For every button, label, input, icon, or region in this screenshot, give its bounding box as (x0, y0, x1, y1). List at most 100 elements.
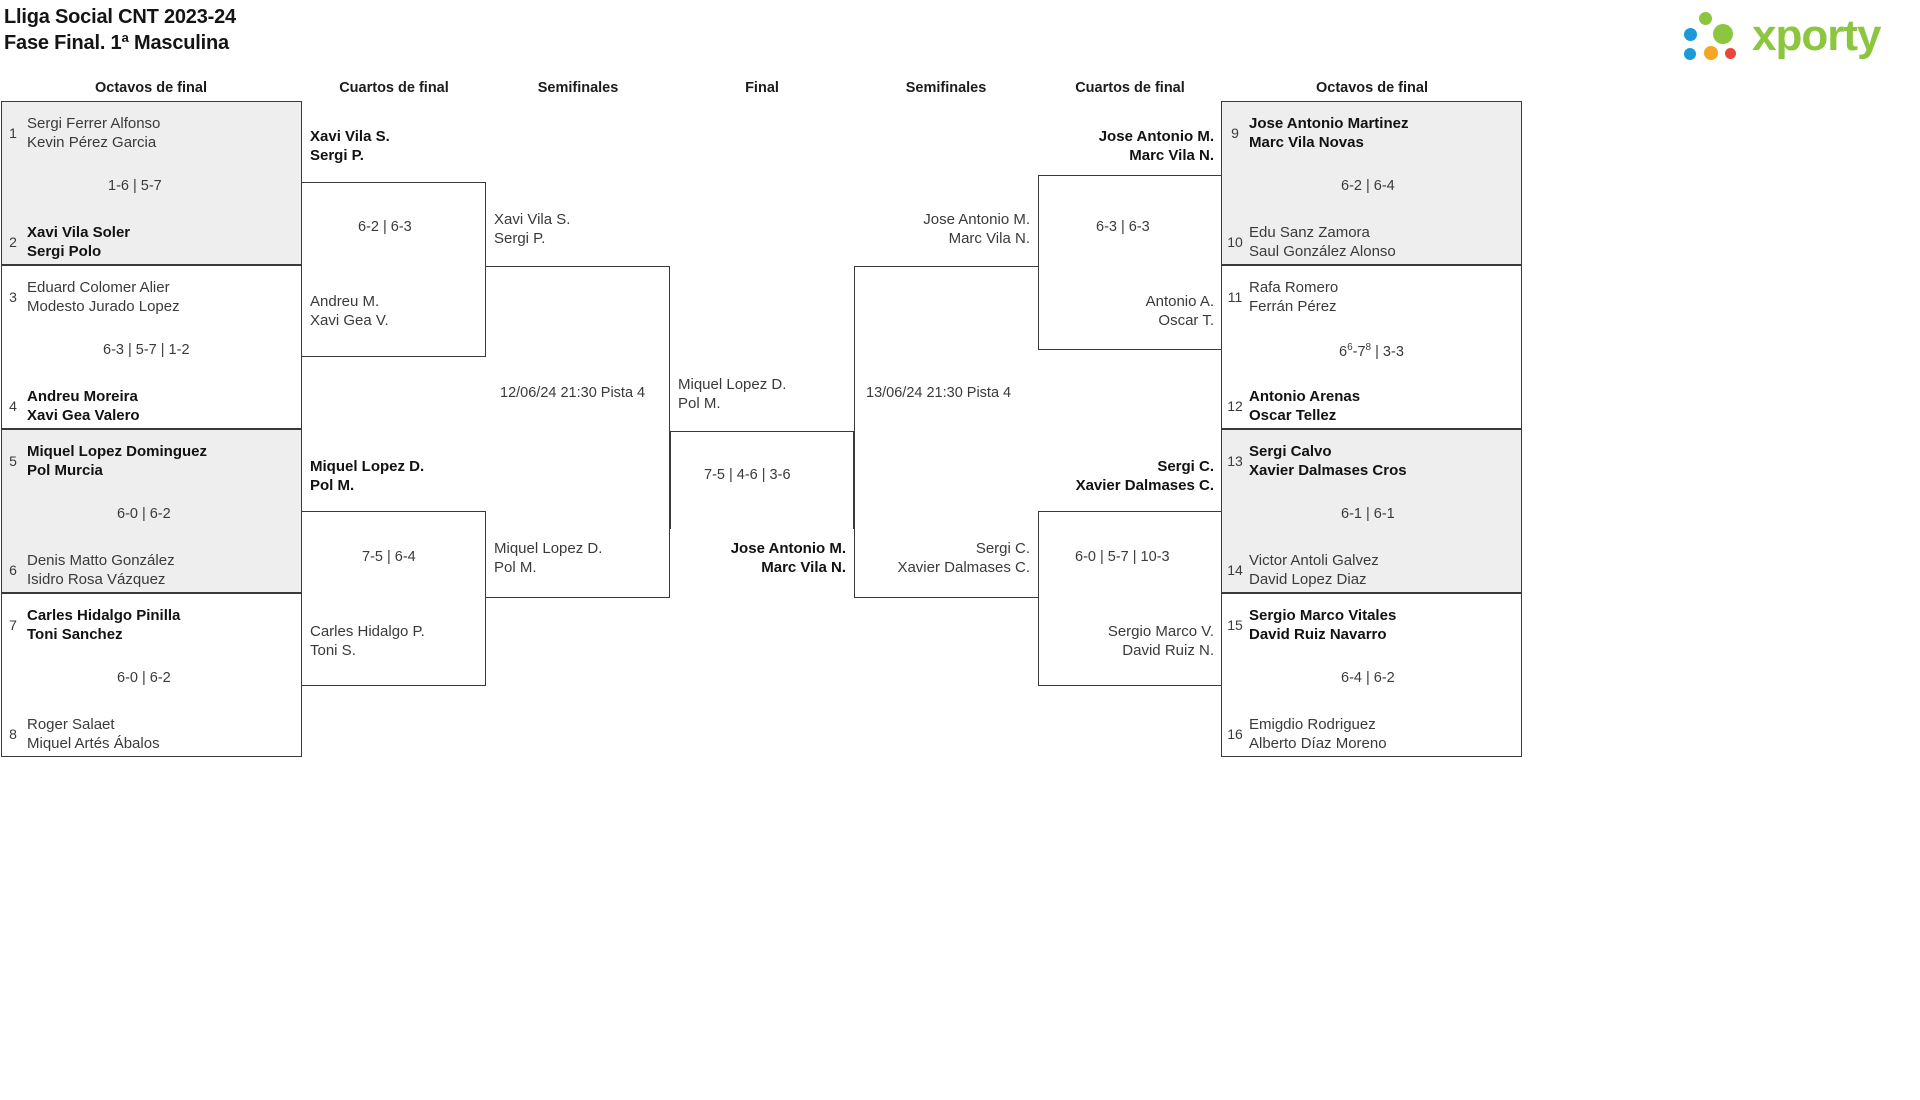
r16-m2-bot-p1: Andreu Moreira (27, 388, 138, 405)
seed-5: 5 (9, 453, 17, 469)
r16-m1-bot-p2: Sergi Polo (27, 243, 102, 260)
sf-left-bot-p2: Pol M. (494, 559, 537, 576)
r16-m5-score: 6-2 | 6-4 (1341, 178, 1395, 194)
sf-left-meta: 12/06/24 21:30 Pista 4 (500, 385, 646, 401)
qf-left-2-bot-p2: Toni S. (310, 642, 356, 659)
r16-m4-score: 6-0 | 6-2 (117, 670, 171, 686)
seed-7: 7 (9, 617, 17, 633)
r16-m6-bot-p2: Oscar Tellez (1249, 407, 1337, 424)
r16-m8-score: 6-4 | 6-2 (1341, 670, 1395, 686)
qf-right-1-top-p2: Marc Vila N. (1129, 147, 1214, 164)
sf-right-connector (854, 266, 1038, 598)
r16-m4-bot-p1: Roger Salaet (27, 716, 115, 733)
r16-m3-score: 6-0 | 6-2 (117, 506, 171, 522)
sf-right-meta: 13/06/24 21:30 Pista 4 (866, 385, 1012, 401)
final-connector-box (670, 431, 854, 529)
seed-9: 9 (1231, 125, 1239, 141)
r16-m3-bot-p1: Denis Matto González (27, 552, 175, 569)
qf-left-1-score: 6-2 | 6-3 (358, 219, 412, 235)
round-header-final: Final (745, 80, 779, 96)
sf-left-bot-p1: Miquel Lopez D. (494, 540, 603, 557)
r16-m6-bot-p1: Antonio Arenas (1249, 388, 1361, 405)
logo-wordmark: xporty (1752, 11, 1881, 60)
r16-m6-top-p2: Ferrán Pérez (1249, 298, 1337, 315)
r16-m1-bot-p1: Xavi Vila Soler (27, 224, 131, 241)
r16-m3-top-p1: Miquel Lopez Dominguez (27, 443, 207, 460)
r16-m3-bot-p2: Isidro Rosa Vázquez (27, 571, 166, 588)
qf-left-2-bot-p1: Carles Hidalgo P. (310, 623, 425, 640)
qf-right-1-bot-p1: Antonio A. (1145, 293, 1214, 310)
qf-right-connector-2 (1038, 511, 1222, 686)
qf-right-connector-1 (1038, 175, 1222, 350)
sf-right-top-p2: Marc Vila N. (948, 230, 1030, 247)
final-score: 7-5 | 4-6 | 3-6 (704, 467, 791, 483)
r16-m7-bot-p1: Victor Antoli Galvez (1249, 552, 1379, 569)
qf-right-2-top-p2: Xavier Dalmases C. (1075, 477, 1214, 494)
r16-m1-top-p1: Sergi Ferrer Alfonso (27, 115, 161, 132)
seed-2: 2 (9, 234, 17, 250)
final-top-p2: Pol M. (678, 395, 721, 412)
qf-right-2-score: 6-0 | 5-7 | 10-3 (1075, 549, 1170, 565)
qf-left-2-score: 7-5 | 6-4 (362, 549, 416, 565)
r16-m2-top-p1: Eduard Colomer Alier (27, 279, 170, 296)
sf-right-bot-p2: Xavier Dalmases C. (897, 559, 1030, 576)
r16-match-8[interactable] (1221, 593, 1522, 757)
r16-m2-top-p2: Modesto Jurado Lopez (27, 298, 180, 315)
round-header-right-qf: Cuartos de final (1075, 80, 1185, 96)
seed-15: 15 (1227, 617, 1243, 633)
qf-right-1-bot-p2: Oscar T. (1158, 312, 1214, 329)
xporty-logo: xporty (1682, 8, 1912, 66)
seed-3: 3 (9, 289, 17, 305)
r16-m8-bot-p2: Alberto Díaz Moreno (1249, 735, 1387, 752)
seed-6: 6 (9, 562, 17, 578)
seed-1: 1 (9, 125, 17, 141)
sf-right-top-p1: Jose Antonio M. (923, 211, 1030, 228)
page-title: Lliga Social CNT 2023-24 Fase Final. 1ª … (4, 4, 236, 56)
r16-match-4[interactable] (1, 593, 302, 757)
r16-m4-bot-p2: Miquel Artés Ábalos (27, 735, 160, 752)
r16-match-3[interactable] (1, 429, 302, 593)
seed-13: 13 (1227, 453, 1243, 469)
seed-10: 10 (1227, 234, 1243, 250)
r16-match-7[interactable] (1221, 429, 1522, 593)
r16-m8-bot-p1: Emigdio Rodriguez (1249, 716, 1376, 733)
qf-left-2-top-p2: Pol M. (310, 477, 355, 494)
qf-right-1-score: 6-3 | 6-3 (1096, 219, 1150, 235)
qf-left-1-bot-p1: Andreu M. (310, 293, 380, 310)
seed-8: 8 (9, 726, 17, 742)
r16-m4-top-p1: Carles Hidalgo Pinilla (27, 607, 181, 624)
seed-11: 11 (1227, 289, 1243, 305)
title-line-2: Fase Final. 1ª Masculina (4, 32, 229, 54)
r16-match-2[interactable] (1, 265, 302, 429)
r16-match-1[interactable] (1, 101, 302, 265)
qf-right-2-bot-p2: David Ruiz N. (1122, 642, 1214, 659)
r16-match-5[interactable] (1221, 101, 1522, 265)
round-header-right-r16: Octavos de final (1315, 80, 1428, 96)
round-header-right-sf: Semifinales (905, 80, 987, 96)
final-top-p1: Miquel Lopez D. (678, 376, 787, 393)
r16-m5-bot-p2: Saul González Alonso (1249, 243, 1396, 260)
r16-m2-score: 6-3 | 5-7 | 1-2 (103, 342, 190, 358)
r16-m7-score: 6-1 | 6-1 (1341, 506, 1395, 522)
r16-m1-score: 1-6 | 5-7 (108, 178, 162, 194)
qf-left-1-bot-p2: Xavi Gea V. (310, 312, 389, 329)
sf-left-top-p2: Sergi P. (494, 230, 546, 247)
r16-m1-top-p2: Kevin Pérez Garcia (27, 134, 157, 151)
sf-right-bot-p1: Sergi C. (975, 540, 1030, 557)
qf-left-connector-1 (302, 182, 486, 357)
r16-m8-top-p2: David Ruiz Navarro (1249, 626, 1387, 643)
qf-right-2-bot-p1: Sergio Marco V. (1107, 623, 1214, 640)
round-header-left-qf: Cuartos de final (339, 80, 449, 96)
r16-m5-bot-p1: Edu Sanz Zamora (1249, 224, 1370, 241)
final-bot-p1: Jose Antonio M. (730, 540, 846, 557)
r16-match-6[interactable] (1221, 265, 1522, 429)
sf-left-top-p1: Xavi Vila S. (494, 211, 571, 228)
sf-left-connector (486, 266, 670, 598)
qf-left-1-top-p2: Sergi P. (310, 147, 364, 164)
r16-m5-top-p2: Marc Vila Novas (1249, 134, 1364, 151)
seed-14: 14 (1227, 562, 1243, 578)
r16-m7-top-p1: Sergi Calvo (1249, 443, 1332, 460)
r16-m4-top-p2: Toni Sanchez (27, 626, 123, 643)
round-header-left-r16: Octavos de final (94, 80, 207, 96)
